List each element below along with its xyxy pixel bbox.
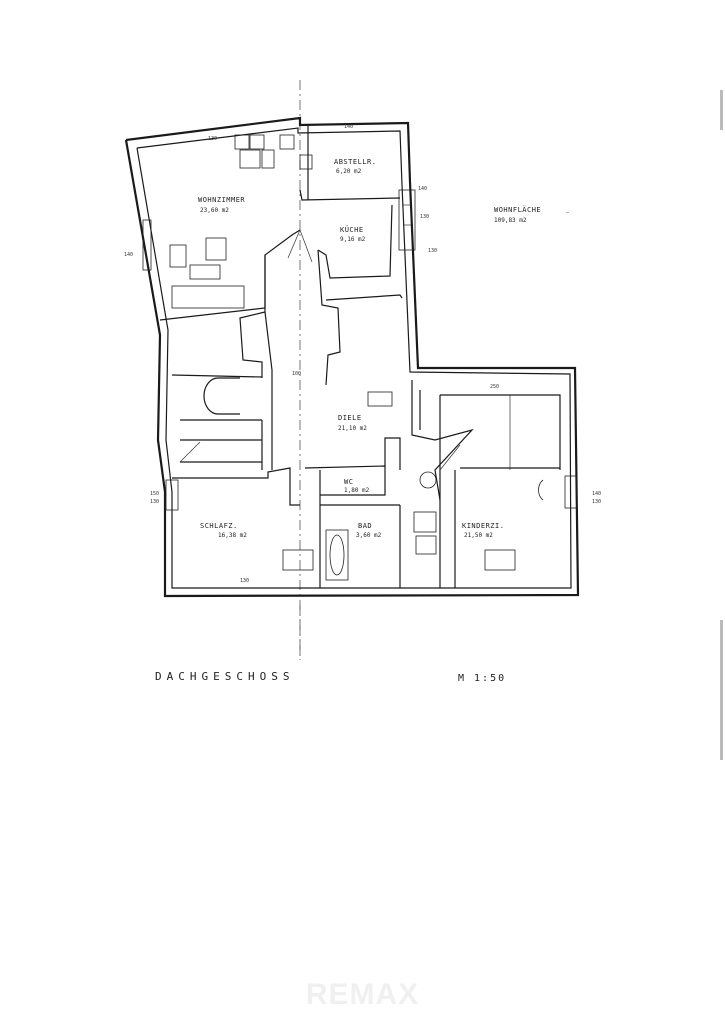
windows	[142, 189, 578, 511]
room-name-diele: DIELE	[338, 414, 362, 422]
dim-label: 250	[490, 384, 499, 390]
dim-label: 100	[292, 371, 301, 377]
dim-label: 140	[592, 491, 601, 497]
watermark-logo: REMAX	[305, 978, 420, 1011]
room-area-wohnzimmer: 23,60 m2	[200, 207, 229, 214]
room-name-wc: WC	[344, 478, 353, 486]
room-name-kueche: KÜCHE	[340, 225, 364, 234]
room-area-kinderzimmer: 21,50 m2	[464, 532, 493, 539]
dim-label: 140	[344, 124, 353, 130]
room-area-diele: 21,10 m2	[338, 425, 367, 432]
dim-label: 130	[150, 499, 159, 505]
dim-label: 130	[420, 214, 429, 220]
outer-walls	[124, 116, 580, 598]
room-area-bad: 3,60 m2	[356, 532, 382, 539]
plan-scale: M 1:50	[458, 673, 506, 684]
scan-edge-mark	[720, 90, 723, 130]
room-area-wc: 1,80 m2	[344, 487, 370, 494]
room-name-schlafzimmer: SCHLAFZ.	[200, 522, 238, 530]
room-name-kinderzimmer: KINDERZI.	[462, 522, 504, 530]
dim-label: 140	[418, 186, 427, 192]
total-area-label: WOHNFLÄCHE	[494, 205, 541, 214]
plan-title: DACHGESCHOSS	[155, 670, 294, 683]
furniture	[169, 134, 544, 581]
room-name-bad: BAD	[358, 522, 372, 530]
dim-label: 150	[150, 491, 159, 497]
room-area-abstellraum: 6,20 m2	[336, 168, 362, 175]
interior-walls	[159, 125, 561, 588]
total-area-value: 109,83 m2	[494, 217, 527, 224]
room-name-abstellraum: ABSTELLR.	[334, 158, 376, 166]
room-name-wohnzimmer: WOHNZIMMER	[198, 196, 245, 204]
room-area-schlafzimmer: 16,38 m2	[218, 532, 247, 539]
dim-label: 130	[592, 499, 601, 505]
section-mark: —	[566, 210, 570, 216]
scan-edge-mark	[720, 620, 723, 760]
dim-label: 140	[124, 252, 133, 258]
dim-label: 130	[208, 136, 217, 142]
room-area-kueche: 9,16 m2	[340, 236, 366, 243]
dim-label: 130	[428, 248, 437, 254]
dim-label: 130	[240, 578, 249, 584]
